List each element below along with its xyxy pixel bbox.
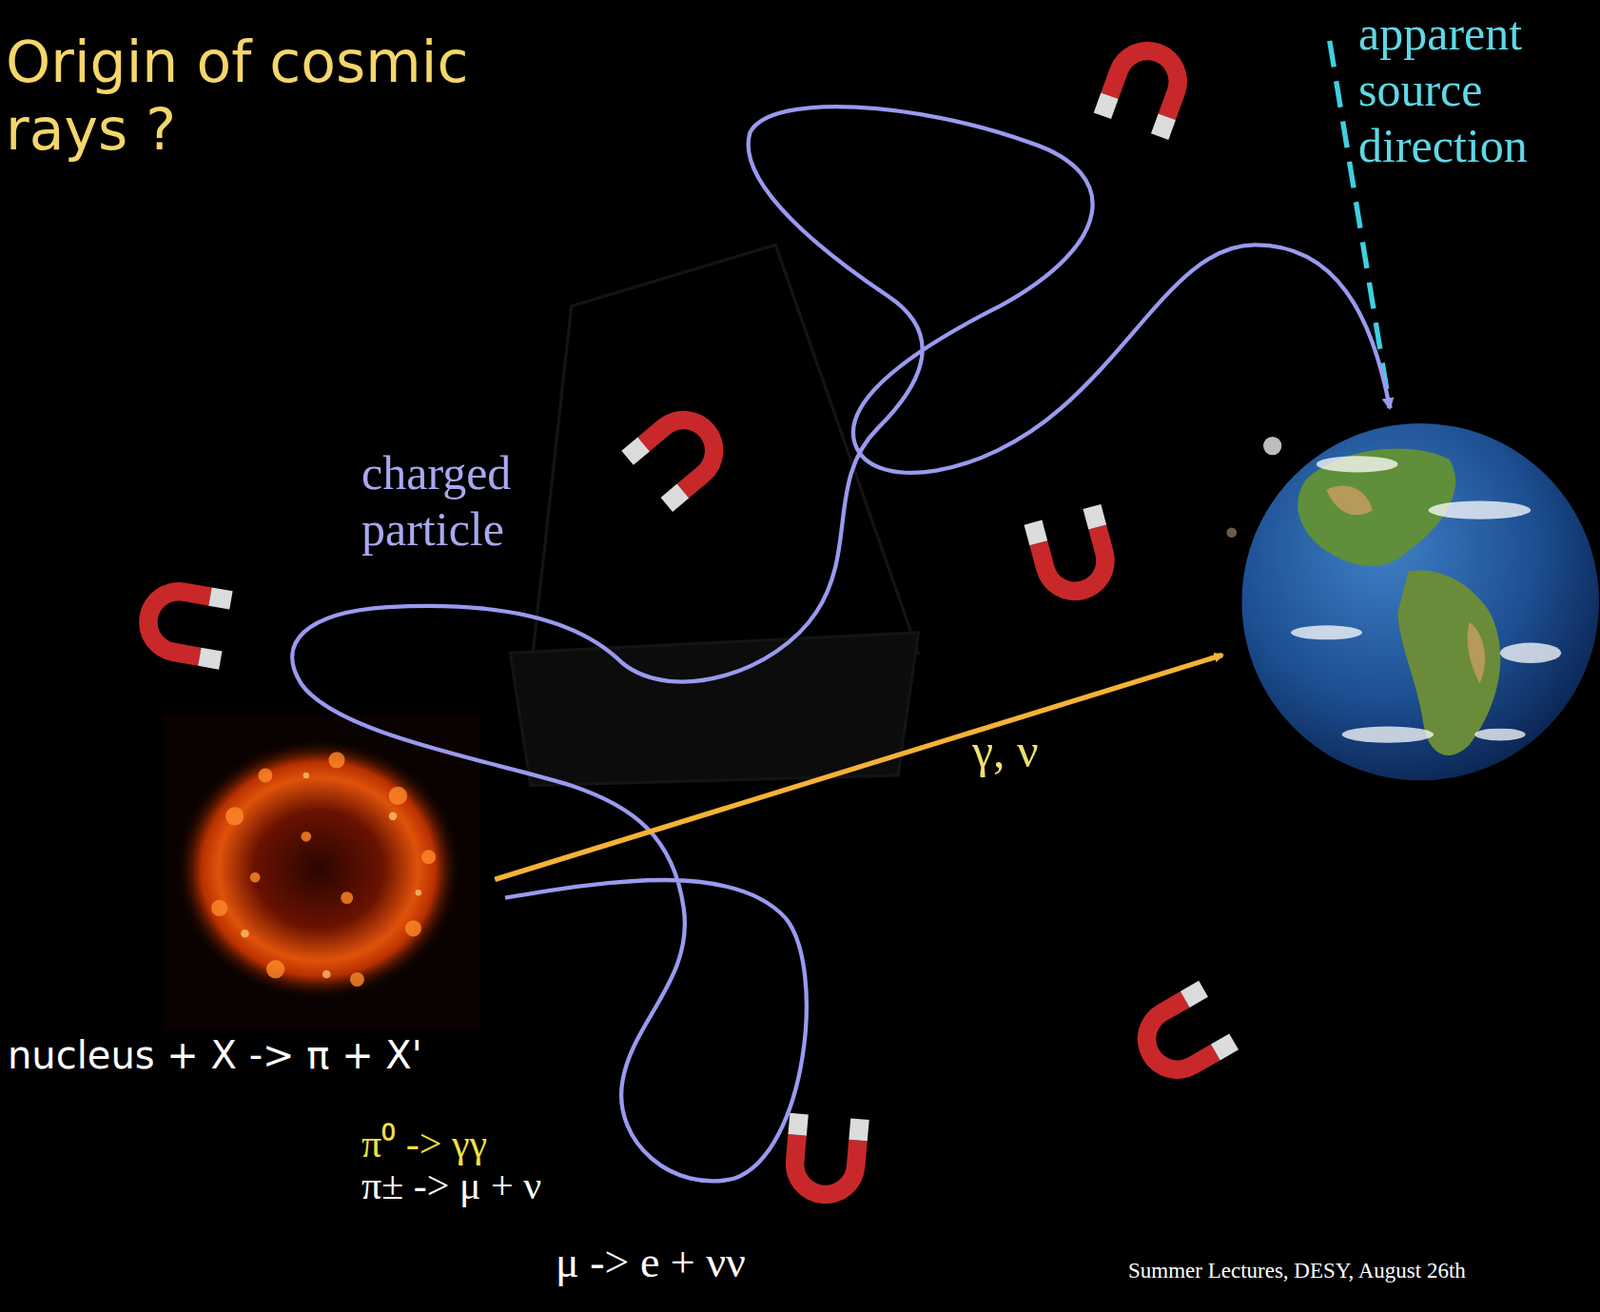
magnet-icon (1093, 30, 1199, 140)
charged-particle-path (292, 106, 1390, 1181)
moon (1263, 436, 1282, 455)
magnet-icon (1024, 504, 1125, 610)
moon (1226, 526, 1237, 538)
gamma-neutrino-arrow (494, 654, 1223, 879)
earth (1241, 423, 1599, 781)
title: Origin of cosmic rays ? (5, 28, 501, 164)
magnet-icon (621, 394, 740, 512)
supernova-remnant (163, 714, 481, 1031)
telescope-silhouette (509, 244, 918, 785)
particle-label: charged particle (361, 445, 571, 558)
decay-formula: π⁰ -> γγ (361, 1120, 488, 1169)
decay-formula: μ -> e + νν (555, 1236, 746, 1288)
magnet-icon (132, 575, 233, 669)
decay-formula: π± -> μ + ν (361, 1162, 542, 1210)
magnet-icon (1122, 980, 1239, 1093)
magnet-icon (781, 1112, 869, 1208)
footer-note: Summer Lectures, DESY, August 26th (1128, 1257, 1466, 1284)
direction-label: apparent source direction (1358, 5, 1592, 175)
reaction-formula: nucleus + X -> π + X' (7, 1033, 423, 1078)
gamma-neutrino-label: γ, ν (972, 722, 1039, 780)
